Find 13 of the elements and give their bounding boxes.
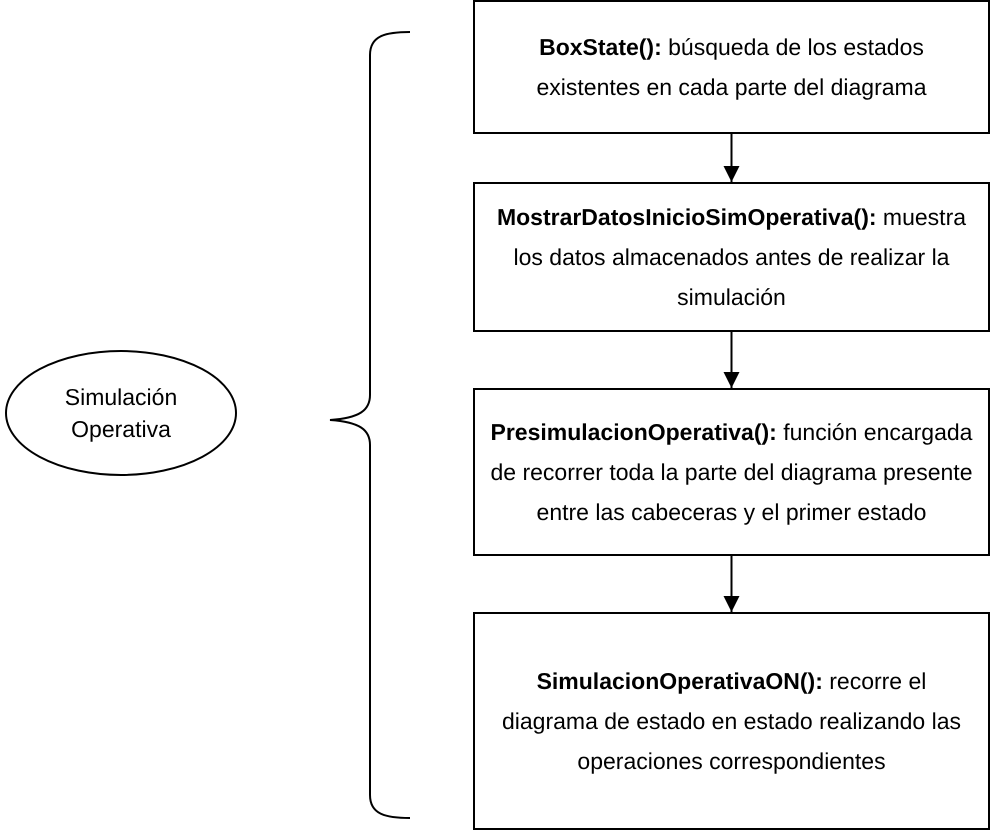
function-description: PresimulacionOperativa(): función encargada de recorrer toda la parte del diagrama presente entre las cabeceras y el primer estado: [489, 418, 974, 527]
process-box: [473, 0, 990, 134]
process-box: [473, 388, 990, 556]
function-description: MostrarDatosInicioSimOperativa(): muestra los datos almacenados antes de realizar la simulación: [496, 203, 968, 312]
function-description: SimulacionOperativaON(): recorre el diagrama de estado en estado realizando las operaciones correspondientes: [500, 667, 962, 776]
arrow: [724, 134, 740, 182]
process-box: [473, 182, 990, 332]
ellipse-node: [5, 350, 237, 476]
node-label: Simulación Operativa: [64, 383, 178, 444]
arrow: [724, 556, 740, 612]
arrow: [724, 332, 740, 388]
function-description: BoxState(): búsqueda de los estados existentes en cada parte del diagrama: [536, 33, 928, 102]
process-box: [473, 612, 990, 830]
